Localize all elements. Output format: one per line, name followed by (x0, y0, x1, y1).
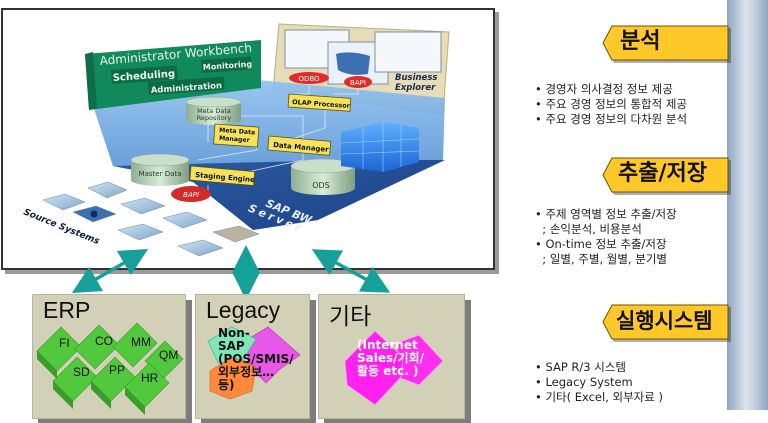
bullet-item: • Legacy System (535, 375, 633, 389)
other-blocks-graphic (344, 330, 444, 406)
admin-item-scheduling: Scheduling (112, 69, 175, 84)
meta-data-manager-box (213, 123, 260, 148)
tag-arrow-shape (602, 304, 731, 342)
tag-execution-system: 실행시스템 (600, 303, 732, 342)
erp-title: ERP (43, 297, 91, 323)
tag-extract-store-label: 추출/저장 (618, 161, 707, 186)
admin-item-monitoring: Monitoring (203, 60, 253, 72)
bapi-top-label: BAPI (350, 79, 366, 87)
sap-bw-architecture-diagram: Business Explorer Administrator Workbenc… (1, 8, 495, 270)
legacy-line-2: SAP (218, 339, 245, 353)
bullet-item: • 주제 영역별 정보 추출/저장 (535, 207, 677, 221)
other-description: (Internet Sales/기회/ 활동 etc. ) (357, 339, 424, 378)
tag-arrow-shape (602, 25, 731, 63)
legacy-blocks-graphic (207, 326, 301, 400)
master-data-label: Master Data (139, 170, 182, 178)
legacy-title: Legacy (206, 297, 281, 323)
bapi-source-label: BAPI (183, 191, 199, 199)
olap-processor-box (287, 93, 352, 112)
bullet-item: • SAP R/3 시스템 (535, 360, 626, 374)
data-manager-box (267, 135, 332, 156)
other-panel: 기타 (Internet Sales/기회/ 활동 etc. ) (318, 294, 465, 419)
analysis-bullets: • 경영자 의사결정 정보 제공 • 주요 경영 정보의 통합적 제공 • 주요… (535, 82, 687, 127)
legacy-line-1: Non- (218, 326, 250, 340)
bullet-item: • 주요 경영 정보의 통합적 제공 (535, 97, 688, 111)
bullet-subitem: ; 일별, 주별, 월별, 분기별 (535, 252, 667, 266)
tag-execution-system-label: 실행시스템 (616, 309, 713, 333)
ods-cylinder (290, 158, 356, 195)
meta-data-manager-label-1: Meta Data (219, 127, 255, 137)
meta-data-repository-label-2: Repository (197, 114, 232, 122)
bullet-item: • 주요 경영 정보의 다차원 분석 (535, 112, 688, 126)
odbo-label: ODBO (298, 75, 320, 83)
legacy-description: Non- SAP (POS/SMIS/ 외부정보… 등) (218, 327, 294, 392)
odbo-interface (289, 72, 329, 84)
business-explorer-label-1: Business (395, 73, 437, 83)
erp-panel: ERP FI CO MM QM SD PP HR (32, 294, 186, 419)
legacy-line-4: 외부정보… (218, 365, 275, 379)
meta-data-repository-label-1: Meta Data (197, 107, 231, 115)
legacy-line-3: (POS/SMIS/ (218, 352, 294, 366)
legacy-line-5: 등) (218, 378, 235, 392)
other-line-2: Sales/기회/ (357, 351, 424, 365)
erp-cube-mm (112, 322, 158, 368)
erp-module-sd: SD (73, 365, 90, 379)
erp-module-pp: PP (109, 363, 126, 377)
erp-module-hr: HR (141, 371, 159, 385)
erp-modules-graphic (36, 322, 184, 415)
extract-store-bullets: • 주제 영역별 정보 추출/저장 ; 손익분석, 비용분석 • On-time… (535, 207, 677, 267)
tag-arrow-shape (602, 157, 731, 195)
legacy-panel: Legacy Non- SAP (POS/SMIS/ 외부정보… 등) (195, 294, 310, 419)
ods-label: ODS (312, 181, 330, 190)
other-line-1: (Internet (357, 338, 418, 352)
administrator-workbench-panel (85, 40, 261, 110)
staging-engine-box (189, 165, 256, 186)
business-explorer-label-2: Explorer (395, 83, 436, 93)
tag-analysis-label: 분석 (620, 29, 661, 54)
other-title: 기타 (329, 303, 372, 329)
architecture-illustration: Business Explorer Administrator Workbenc… (22, 23, 450, 257)
bapi-top-interface (344, 76, 372, 88)
bullet-item: • 기타( Excel, 외부자료 ) (535, 390, 663, 404)
infocube-stack (340, 122, 420, 172)
erp-module-co: CO (95, 334, 113, 348)
meta-data-manager-label-2: Manager (219, 135, 251, 144)
source-system-thumbnails (42, 181, 260, 257)
decorative-pillar (727, 0, 768, 410)
execution-system-bullets: • SAP R/3 시스템 • Legacy System • 기타( Exce… (535, 360, 663, 405)
bullet-item: • On-time 정보 추출/저장 (535, 237, 667, 251)
bapi-source-interface (171, 186, 211, 202)
tag-analysis: 분석 (600, 24, 732, 63)
tag-extract-store: 추출/저장 (600, 156, 732, 195)
meta-data-repository-cylinder (185, 96, 242, 125)
bullet-item: • 경영자 의사결정 정보 제공 (535, 82, 673, 96)
bullet-subitem: ; 손익분석, 비용분석 (535, 222, 642, 236)
erp-module-qm: QM (159, 348, 179, 362)
erp-module-mm: MM (131, 335, 151, 349)
other-line-3: 활동 etc. ) (357, 364, 419, 378)
admin-item-administration: Administration (151, 81, 223, 96)
erp-module-fi: FI (59, 336, 70, 350)
master-data-cylinder (130, 153, 190, 186)
